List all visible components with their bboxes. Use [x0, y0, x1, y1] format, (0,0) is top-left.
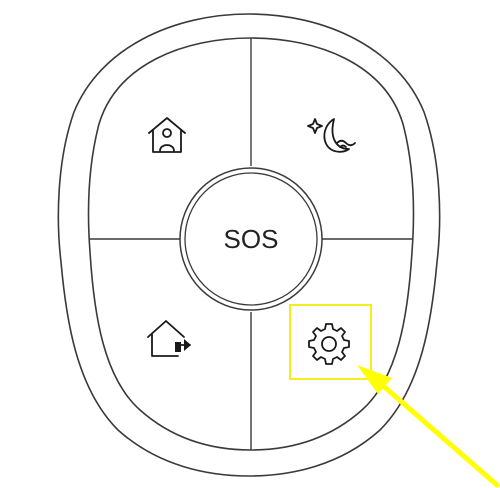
sos-label: SOS — [224, 224, 279, 254]
leave-door-block — [175, 342, 181, 352]
sos-button-inner-ring — [184, 172, 318, 306]
leave-home-button[interactable] — [130, 300, 210, 380]
settings-button[interactable] — [289, 304, 372, 380]
leave-arrow-head — [184, 339, 191, 351]
pointer-arrow-head — [357, 365, 392, 394]
gear-icon — [308, 323, 350, 365]
remote-outer-shell — [57, 13, 441, 477]
settings-highlight-box — [289, 304, 372, 380]
night-mode-button[interactable] — [292, 100, 372, 180]
sos-button-outer-ring — [179, 167, 323, 311]
home-user-button[interactable] — [130, 100, 210, 180]
moon-stars-icon — [307, 118, 356, 153]
sos-button[interactable]: SOS — [179, 167, 323, 311]
pointer-arrow — [357, 365, 500, 488]
home-user-icon — [148, 117, 186, 153]
pointer-arrow-shaft — [370, 374, 500, 488]
